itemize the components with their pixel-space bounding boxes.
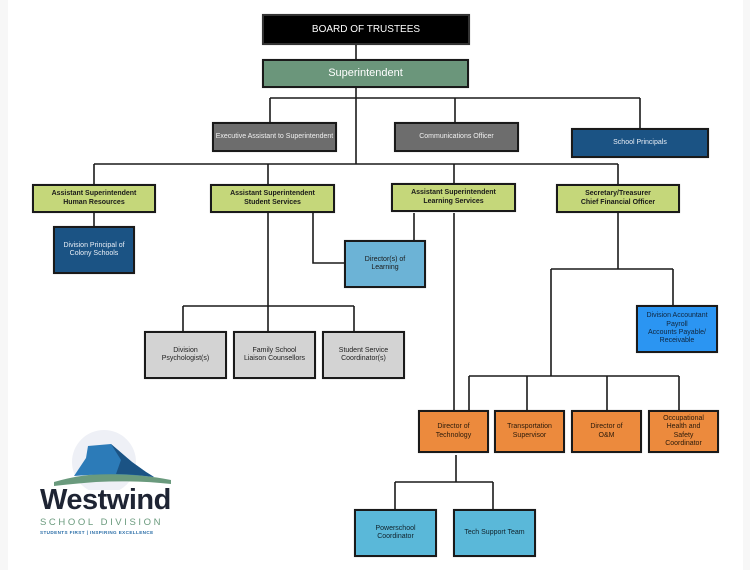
node-label: Tech Support Team [464,528,525,536]
node-label: Powerschool Coordinator [375,524,416,540]
node-board-of-trustees: BOARD OF TRUSTEES [262,14,470,45]
node-label: Occupational Health and Safety Coordinat… [663,414,704,447]
node-colony-schools-principal: Division Principal of Colony Schools [53,226,135,274]
node-label: Division Accountant Payroll Accounts Pay… [646,312,708,345]
westwind-logo: Westwind SCHOOL DIVISION STUDENTS FIRST … [36,420,176,550]
node-division-accountant: Division Accountant Payroll Accounts Pay… [636,305,718,353]
connector-student-learning [312,213,344,264]
node-executive-assistant: Executive Assistant to Superintendent [212,122,337,152]
node-director-om: Director of O&M [571,410,642,453]
node-directors-of-learning: Director(s) of Learning [344,240,426,288]
node-tech-support-team: Tech Support Team [453,509,536,557]
node-label: Assistant Superintendent Learning Servic… [411,189,496,205]
node-label: School Principals [613,138,667,146]
node-school-principals: School Principals [571,128,709,158]
logo-wordmark: Westwind [40,484,171,516]
node-ohs-coordinator: Occupational Health and Safety Coordinat… [648,410,719,453]
node-label: Superintendent [328,66,403,79]
node-label: Communications Officer [419,132,494,140]
mountain-emblem-icon [54,430,171,490]
connector-tech-bus [394,455,494,509]
node-label: Assistant Superintendent Human Resources [51,190,137,206]
node-label: Secretary/Treasurer Chief Financial Offi… [580,190,656,206]
node-label: Executive Assistant to Superintendent [215,132,334,140]
node-label: Assistant Superintendent Student Service… [230,190,315,206]
node-label: Division Principal of Colony Schools [63,241,125,257]
node-family-school-liaison: Family School Liaison Counsellors [233,331,316,379]
logo-tagline: STUDENTS FIRST | INSPIRING EXCELLENCE [40,530,154,535]
node-division-psychologists: Division Psychologist(s) [144,331,227,379]
connector-cfo-bus [550,268,674,376]
node-secretary-treasurer-cfo: Secretary/Treasurer Chief Financial Offi… [556,184,680,213]
node-director-of-technology: Director of Technology [418,410,489,453]
node-label: Transportation Supervisor [507,423,552,439]
node-communications-officer: Communications Officer [394,122,519,152]
node-asst-super-learning-services: Assistant Superintendent Learning Servic… [391,183,516,212]
node-label: Division Psychologist(s) [161,346,210,362]
node-label: Family School Liaison Counsellors [243,346,306,362]
node-label: Student Service Coordinator(s) [338,346,389,362]
connector-ops-bus [468,375,680,410]
connector-student-bus [182,305,355,331]
node-label: BOARD OF TRUSTEES [311,23,421,35]
node-asst-super-student-services: Assistant Superintendent Student Service… [210,184,335,213]
node-student-service-coordinators: Student Service Coordinator(s) [322,331,405,379]
node-asst-super-hr: Assistant Superintendent Human Resources [32,184,156,213]
node-label: Director of Technology [435,423,472,439]
logo-subtitle: SCHOOL DIVISION [40,517,164,528]
connector-staff-bus [269,97,641,128]
node-transportation-supervisor: Transportation Supervisor [494,410,565,453]
node-powerschool-coordinator: Powerschool Coordinator [354,509,437,557]
node-label: Director of O&M [590,423,623,439]
node-superintendent: Superintendent [262,59,469,88]
node-label: Director(s) of Learning [364,255,406,271]
connector-assistants-bus [93,163,619,184]
